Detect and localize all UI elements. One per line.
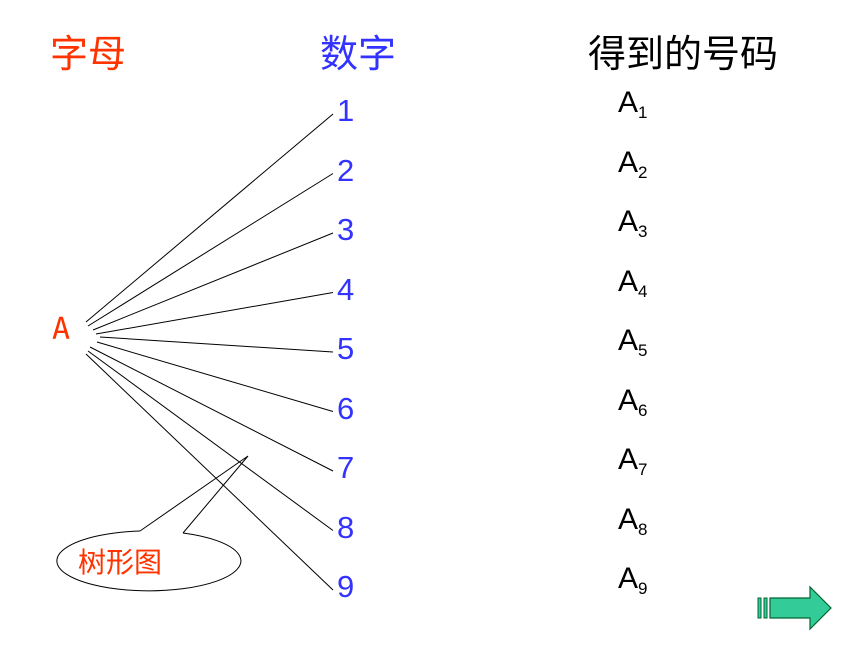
result-item: A8 [618,501,647,549]
digit-7: 7 [337,450,355,485]
digit-5: 5 [337,331,355,366]
result-item: A9 [618,560,647,608]
result-letter: A [618,383,639,417]
tree-branch [95,292,334,335]
result-subscript: 6 [638,400,648,420]
header-letter: 字母 [50,32,127,76]
tree-branch [99,336,334,353]
result-item: A3 [618,203,647,251]
digit-9: 9 [337,569,355,604]
result-item: A2 [618,144,647,192]
tree-branch [89,346,334,472]
digit-6: 6 [337,390,355,426]
result-letter: A [618,443,639,476]
tree-branch [87,350,334,531]
callout-label: 树形图 [78,546,163,579]
result-letter: A [618,502,639,536]
result-letter: A [618,205,639,238]
digit-4: 4 [337,271,355,307]
tree-branch [85,113,334,323]
header-digit: 数字 [320,32,397,76]
result-letter: A [618,145,639,179]
result-letter: A [618,264,639,298]
result-item: A4 [618,263,647,311]
result-subscript: 4 [638,281,648,301]
result-item: A5 [618,322,647,370]
result-item: A1 [618,84,647,132]
result-subscript: 1 [638,103,648,122]
header-result: 得到的号码 [588,32,779,76]
callout-ellipse [56,530,242,592]
result-subscript: 8 [638,519,648,539]
callout-bubble [139,455,249,534]
result-letter: A [618,324,639,357]
tree-branch [92,232,334,331]
tree-branch [96,341,334,412]
result-letter: A [618,86,639,119]
result-item: A6 [618,382,647,430]
digit-8: 8 [337,509,355,545]
result-subscript: 2 [638,162,648,182]
digit-3: 3 [337,212,355,247]
result-subscript: 9 [638,579,648,598]
digit-1: 1 [337,93,355,128]
digit-2: 2 [337,152,355,188]
tree-branch [85,353,334,591]
root-letter: A [52,312,71,347]
result-item: A7 [618,441,647,489]
result-subscript: 3 [638,222,648,241]
result-subscript: 7 [638,460,648,479]
tree-branch [87,173,334,327]
result-letter: A [618,562,639,595]
right-arrow-icon[interactable] [757,585,832,631]
result-subscript: 5 [638,341,648,360]
